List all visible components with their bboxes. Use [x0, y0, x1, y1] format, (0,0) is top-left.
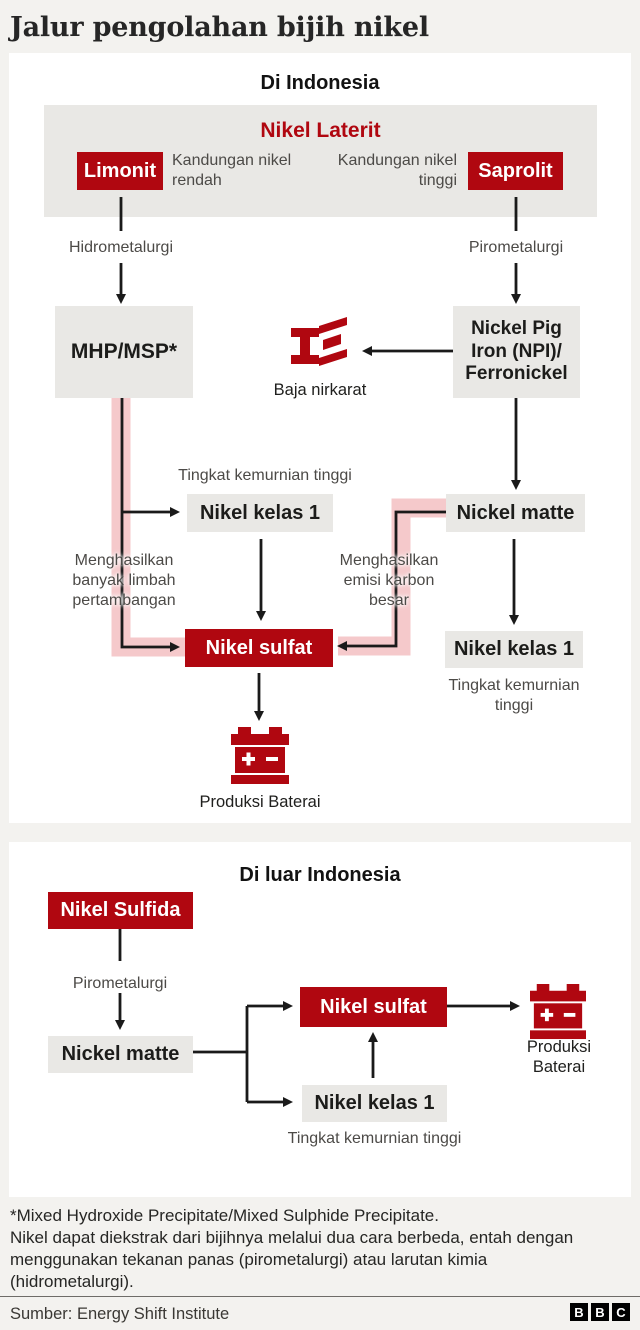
battery-label-2: Produksi Baterai	[526, 1038, 592, 1076]
node-nickel-matte-1: Nickel matte	[446, 494, 585, 532]
pirometalurgi-label-1: Pirometalurgi	[468, 239, 564, 256]
node-npi-ferronickel: Nickel Pig Iron (NPI)/ Ferronickel	[453, 306, 580, 398]
purity-label-right: Tingkat kemurnian tinggi	[448, 677, 580, 714]
hidrometalurgi-label: Hidrometalurgi	[68, 239, 174, 256]
bbc-logo-b2: B	[591, 1303, 609, 1321]
footnote-body: Nikel dapat diekstrak dari bijihnya mela…	[10, 1228, 574, 1292]
battery-label-1: Produksi Baterai	[199, 793, 321, 811]
pirometalurgi-label-2: Pirometalurgi	[72, 975, 168, 992]
laterit-title: Nikel Laterit	[260, 119, 381, 142]
battery-icon-1	[228, 727, 292, 785]
footer-divider	[0, 1296, 640, 1297]
node-nickel-sulfate-1: Nikel sulfat	[185, 629, 333, 667]
bbc-logo: B B C	[570, 1303, 630, 1321]
limonit-note: Kandungan nikel rendah	[172, 152, 292, 189]
steel-label: Baja nirkarat	[273, 381, 367, 399]
footnote-line1: *Mixed Hydroxide Precipitate/Mixed Sulph…	[10, 1206, 439, 1225]
purity-label-2: Tingkat kemurnian tinggi	[287, 1130, 462, 1147]
saprolit-note: Kandungan nikel tinggi	[337, 152, 457, 189]
node-limonit: Limonit	[77, 152, 163, 190]
panel2-title: Di luar Indonesia	[239, 864, 401, 886]
footnote-block: *Mixed Hydroxide Precipitate/Mixed Sulph…	[10, 1205, 575, 1293]
node-mhp-msp: MHP/MSP*	[55, 306, 193, 398]
panel1-title: Di Indonesia	[260, 72, 380, 94]
node-nickel-matte-2: Nickel matte	[48, 1036, 193, 1073]
purity-label-center: Tingkat kemurnian tinggi	[178, 467, 352, 484]
steel-beam-icon	[289, 316, 351, 374]
source-credit: Sumber: Energy Shift Institute	[10, 1305, 230, 1323]
bbc-logo-c: C	[612, 1303, 630, 1321]
bbc-logo-b1: B	[570, 1303, 588, 1321]
node-nickel-class1-right: Nikel kelas 1	[445, 631, 583, 668]
node-nickel-sulfate-2: Nikel sulfat	[300, 987, 447, 1027]
node-nickel-sulfida: Nikel Sulfida	[48, 892, 193, 929]
node-nickel-class1-2: Nikel kelas 1	[302, 1085, 447, 1122]
waste-note: Menghasilkan banyak limbah pertambangan	[72, 552, 176, 609]
node-saprolit: Saprolit	[468, 152, 563, 190]
node-nickel-class1-center: Nikel kelas 1	[187, 494, 333, 532]
battery-icon-2	[527, 984, 589, 1040]
page-title: Jalur pengolahan bijih nikel	[10, 12, 429, 43]
carbon-note: Menghasilkan emisi karbon besar	[339, 552, 439, 609]
